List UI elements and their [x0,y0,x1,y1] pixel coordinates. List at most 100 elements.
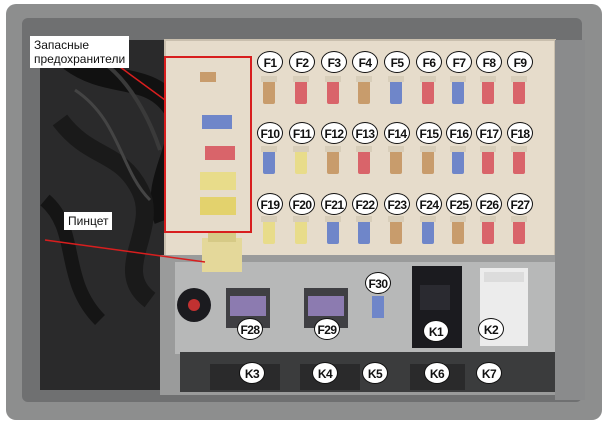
fuse-socket [388,146,404,152]
mini-fuse [390,80,402,104]
fuse-socket [325,146,341,152]
fuse-socket [325,216,341,222]
fuse-socket [293,76,309,82]
fuse-f28-top [230,296,266,316]
mini-fuse [327,80,339,104]
mini-fuse [452,80,464,104]
spare-fuses-frame [164,56,252,233]
mini-fuse [390,220,402,244]
mini-fuse [482,80,494,104]
tweezers-callout: Пинцет [64,212,113,230]
tweezers-tip [208,232,236,242]
tweezers-pointer [44,239,206,263]
fuse-label-f28: F28 [237,318,263,340]
fuse-label-f11: F11 [289,122,315,144]
fuse-f29-top [308,296,344,316]
fuse-label-f21: F21 [321,193,347,215]
fuse-socket [388,216,404,222]
fuse-label-f24: F24 [416,193,442,215]
fuse-label-f27: F27 [507,193,533,215]
fuse-socket [261,76,277,82]
mini-fuse [422,220,434,244]
fuse-socket [293,216,309,222]
mini-fuse [452,220,464,244]
fuse-label-f20: F20 [289,193,315,215]
tweezers [202,238,242,272]
spare-fuses [200,72,236,215]
fuse-socket [480,76,496,82]
mini-fuse [452,150,464,174]
fuse-label-f22: F22 [352,193,378,215]
fuse-label-f9: F9 [507,51,533,73]
fuse-socket [420,76,436,82]
mini-fuse [513,220,525,244]
fuse-socket [450,76,466,82]
fuse-socket [420,216,436,222]
fuse-label-f29: F29 [314,318,340,340]
fuse-label-f19: F19 [257,193,283,215]
fuse-label-f8: F8 [476,51,502,73]
fuse-label-f6: F6 [416,51,442,73]
fuse-label-f12: F12 [321,122,347,144]
mini-fuse [263,220,275,244]
mini-fuse [513,80,525,104]
fuse-socket [325,76,341,82]
fuse-label-f23: F23 [384,193,410,215]
spare-fuses-pointer [119,66,166,101]
relay-label-k2: K2 [478,318,504,340]
fuse-socket [511,146,527,152]
mini-fuse [482,220,494,244]
fuse-socket [511,76,527,82]
fuse-socket [420,146,436,152]
fuse-array [261,76,527,244]
fuse-label-f4: F4 [352,51,378,73]
mini-fuse [358,220,370,244]
relay-label-k1: K1 [423,320,449,342]
right-wall [555,40,585,400]
fuse-socket [450,216,466,222]
fuse-socket [261,216,277,222]
fuse-socket [356,146,372,152]
relay-label-k4: K4 [312,362,338,384]
relay-label-k6: K6 [424,362,450,384]
mini-fuse [422,150,434,174]
mini-fuse [263,150,275,174]
mini-fuse [295,220,307,244]
fuse-socket [356,76,372,82]
fuse-label-f18: F18 [507,122,533,144]
mini-fuse [295,80,307,104]
fuse-label-f30: F30 [365,272,391,294]
fuse-socket [450,146,466,152]
fuse-socket [356,216,372,222]
fuse-label-f14: F14 [384,122,410,144]
spare-fuses-callout-line2: предохранители [34,52,126,66]
fuse-label-f25: F25 [446,193,472,215]
fuse-label-f5: F5 [384,51,410,73]
fuse-socket [388,76,404,82]
relay-k1-label [420,285,450,310]
fuse-label-f7: F7 [446,51,472,73]
fuse-label-f13: F13 [352,122,378,144]
fuse-socket [293,146,309,152]
relay-k2-top [484,272,524,282]
mini-fuse [390,150,402,174]
fuse-socket [511,216,527,222]
mini-fuse [358,80,370,104]
fuse-socket [261,146,277,152]
fuse-socket [480,216,496,222]
mini-fuse [482,150,494,174]
fuse-label-f17: F17 [476,122,502,144]
mini-fuse [327,220,339,244]
relay-label-k3: K3 [239,362,265,384]
fuse-label-f10: F10 [257,122,283,144]
fuse-label-f3: F3 [321,51,347,73]
fuse-label-f1: F1 [257,51,283,73]
mini-fuse [327,150,339,174]
fuse-label-f2: F2 [289,51,315,73]
fuse-label-f26: F26 [476,193,502,215]
mini-fuse [422,80,434,104]
mini-fuse [513,150,525,174]
fuse-socket [480,146,496,152]
socket-center [188,299,200,311]
